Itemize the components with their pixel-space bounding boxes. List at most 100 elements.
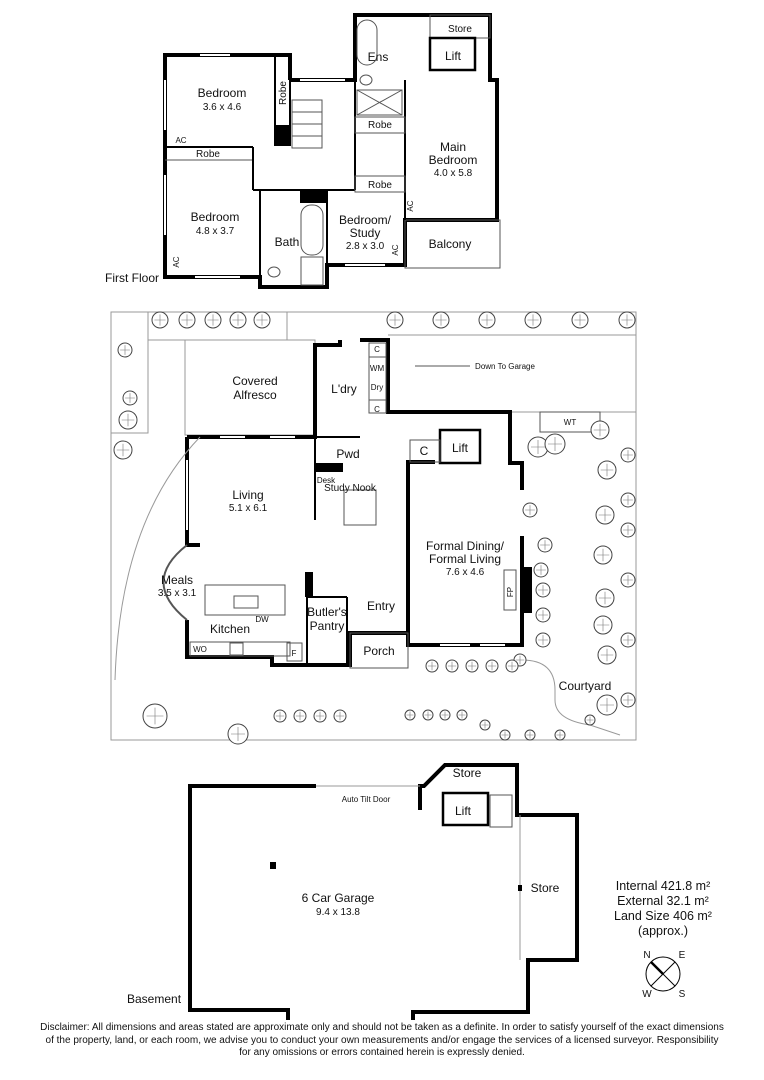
tree-detail <box>623 635 633 645</box>
ac-label: AC <box>406 200 415 211</box>
shower-icon <box>356 89 403 116</box>
tree-detail <box>623 525 633 535</box>
first-floor-plan: First Floor Bedroom 3.6 x 4.6 Robe Robe … <box>105 13 501 289</box>
tree-detail <box>256 314 268 326</box>
tree-detail <box>295 711 305 721</box>
tree-detail <box>335 711 345 721</box>
tree-detail <box>487 661 497 671</box>
tree-detail <box>556 731 564 739</box>
room-6-car-garage: 6 Car Garage <box>302 891 375 905</box>
tree-detail <box>125 393 135 403</box>
room-covered-alfresco: Covered <box>232 374 277 388</box>
tree-detail <box>275 711 285 721</box>
room-butlers-pantry-name: Pantry <box>310 619 345 633</box>
room-butlers-pantry: Butler's <box>307 605 347 619</box>
tree-detail <box>621 314 633 326</box>
tree-detail <box>598 508 612 522</box>
cupboard-label: C <box>420 444 429 458</box>
tree-detail <box>596 548 610 562</box>
room-bedroom-1-dims: 3.6 x 4.6 <box>203 102 242 113</box>
tree-detail <box>501 731 509 739</box>
tree-detail <box>120 345 130 355</box>
tree-detail <box>467 661 477 671</box>
tree-detail <box>507 661 517 671</box>
robe-label: Robe <box>278 81 289 105</box>
room-entry: Entry <box>367 599 395 613</box>
tree-detail <box>623 450 633 460</box>
room-main-bedroom-dims: 4.0 x 5.8 <box>434 168 473 179</box>
tree-detail <box>207 314 219 326</box>
room-bedroom-1: Bedroom <box>198 86 247 100</box>
disclaimer-line: of the property, land, or each room, we … <box>45 1034 719 1046</box>
room-balcony: Balcony <box>429 237 472 251</box>
tree-detail <box>531 440 545 454</box>
tree-detail <box>515 655 525 665</box>
room-store-side: Store <box>531 881 560 895</box>
tree-detail <box>600 463 614 477</box>
room-kitchen: Kitchen <box>210 622 250 636</box>
cupboard-label: C <box>374 405 380 414</box>
disclaimer-line: for any omissions or errors contained he… <box>239 1047 525 1058</box>
ground-floor-plan: Covered Alfresco L'dry C WM Dry C Down T… <box>110 311 637 745</box>
room-meals-dims: 3.5 x 3.1 <box>158 588 197 599</box>
tree-detail <box>527 314 539 326</box>
land-size: Land Size 406 m² <box>614 909 712 923</box>
room-study-nook: Study Nook <box>324 483 377 494</box>
washing-machine-label: WM <box>370 364 385 373</box>
room-bedroom-2-dims: 4.8 x 3.7 <box>196 226 235 237</box>
tree-detail <box>116 443 130 457</box>
room-covered-alfresco-name: Alfresco <box>233 388 277 402</box>
room-store: Store <box>453 766 482 780</box>
auto-tilt-door-label: Auto Tilt Door <box>342 795 391 804</box>
tree-detail <box>540 540 550 550</box>
basement-label: Basement <box>127 992 182 1006</box>
tree-detail <box>481 314 493 326</box>
robe-label: Robe <box>368 180 392 191</box>
stairs-icon <box>291 99 323 149</box>
dishwasher-icon <box>233 595 259 609</box>
tree-detail <box>481 721 489 729</box>
tree-detail <box>586 716 594 724</box>
room-ensuite: Ens <box>368 50 389 64</box>
cooktop-icon <box>229 642 244 656</box>
tree-detail <box>538 585 548 595</box>
tree-detail <box>315 711 325 721</box>
toilet-icon <box>359 74 373 86</box>
floor-plan: First Floor Bedroom 3.6 x 4.6 Robe Robe … <box>105 13 712 1020</box>
tree-detail <box>458 711 466 719</box>
tree-detail <box>424 711 432 719</box>
basement-plan: Store Lift Auto Tilt Door 6 Car Garage 9… <box>127 763 579 1020</box>
tree-detail <box>538 610 548 620</box>
tree-detail <box>574 314 586 326</box>
room-powder: Pwd <box>336 447 359 461</box>
first-floor-label: First Floor <box>105 271 159 285</box>
trees <box>113 311 636 745</box>
tree-detail <box>623 695 633 705</box>
room-formal-living: Formal Living <box>429 552 501 566</box>
desk-label: Desk <box>317 476 336 485</box>
compass-e: E <box>679 950 686 961</box>
room-formal-dining: Formal Dining/ <box>426 539 505 553</box>
room-main-bedroom: Main <box>440 140 466 154</box>
room-porch: Porch <box>363 644 394 658</box>
room-meals: Meals <box>161 573 193 587</box>
courtyard-label: Courtyard <box>559 679 612 693</box>
tree-detail <box>447 661 457 671</box>
tree-detail <box>596 618 610 632</box>
tree-detail <box>406 711 414 719</box>
room-living-dims: 5.1 x 6.1 <box>229 503 268 514</box>
compass-icon: N E W S <box>642 950 685 1000</box>
tree-detail <box>154 314 166 326</box>
ac-label: AC <box>391 244 400 255</box>
tree-detail <box>598 591 612 605</box>
room-bedroom-2: Bedroom <box>191 210 240 224</box>
tree-detail <box>231 727 245 741</box>
water-tank-label: WT <box>564 418 577 427</box>
room-lift: Lift <box>455 804 472 818</box>
tree-detail <box>548 437 562 451</box>
tree-detail <box>538 635 548 645</box>
room-store: Store <box>448 24 472 35</box>
dishwasher-label: DW <box>255 615 269 624</box>
site-boundary <box>110 311 637 741</box>
ac-label: AC <box>175 136 186 145</box>
